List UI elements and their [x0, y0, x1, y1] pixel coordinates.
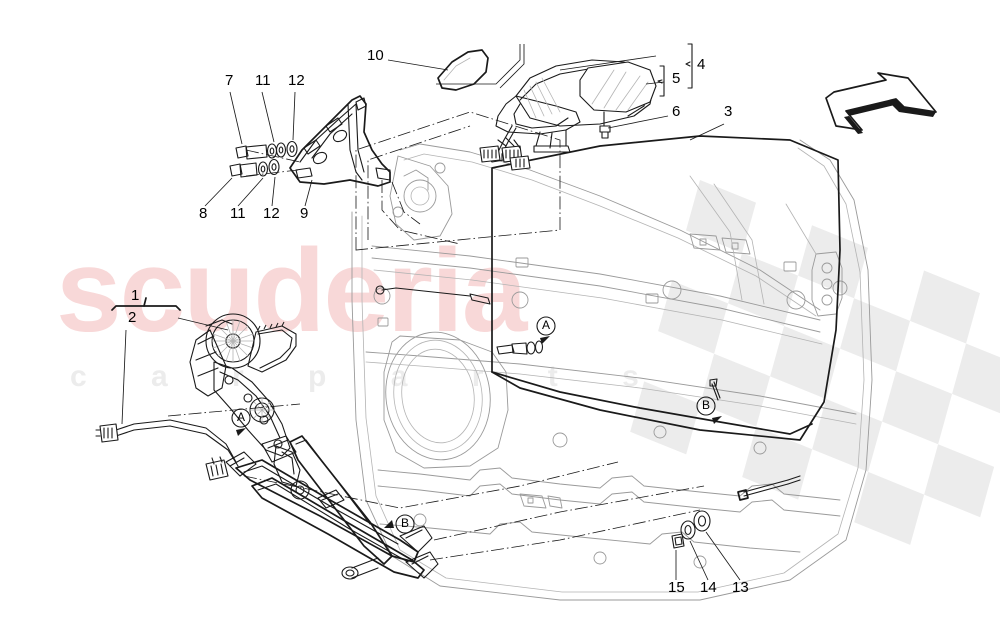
callout-9[interactable]: 9 — [300, 205, 309, 222]
section-marker-a-regulator: A — [237, 410, 246, 424]
bracket-4-5 — [657, 43, 693, 97]
door-inner-panel — [351, 139, 873, 601]
door-latch-rod — [737, 475, 801, 501]
mirror-adjust-pin — [599, 111, 611, 139]
callout-10[interactable]: 10 — [367, 47, 384, 64]
callout-6[interactable]: 6 — [672, 103, 681, 120]
callout-11-lower[interactable]: 11 — [230, 205, 246, 222]
callout-4[interactable]: 4 — [697, 56, 706, 73]
mirror-assembly — [355, 44, 657, 251]
door-window-glass-part-3 — [491, 135, 841, 441]
callout-14[interactable]: 14 — [700, 579, 717, 596]
mirror-mounting-bracket-part-9 — [245, 95, 461, 245]
callout-12-upper[interactable]: 12 — [288, 72, 305, 89]
hardware-bottom-13-14-15 — [671, 510, 711, 549]
callout-leaders — [121, 55, 741, 581]
door-hinge-area — [389, 155, 453, 241]
regulator-bottom-bolt — [341, 557, 379, 580]
direction-arrow — [825, 72, 937, 134]
section-marker-b-door: B — [702, 398, 711, 412]
callout-8[interactable]: 8 — [199, 205, 208, 222]
mirror-cover-cap-part-10 — [437, 49, 489, 91]
panel-bolt — [496, 340, 544, 355]
callout-3[interactable]: 3 — [724, 103, 733, 120]
callout-12-lower[interactable]: 12 — [263, 205, 280, 222]
section-marker-a-door: A — [542, 318, 551, 332]
regulator-wiring-lead-part-2 — [95, 419, 239, 481]
window-regulator-part-1 — [189, 313, 439, 580]
callout-13[interactable]: 13 — [732, 579, 749, 596]
section-marker-b-regulator: B — [401, 516, 410, 530]
hardware-upper-7-11-12 — [235, 140, 298, 160]
callout-15[interactable]: 15 — [668, 579, 685, 596]
hardware-lower-8-11-12 — [229, 158, 280, 178]
bracket-1-2 — [111, 297, 181, 311]
section-marker-circles — [231, 316, 722, 534]
callout-5[interactable]: 5 — [672, 70, 681, 87]
callout-2[interactable]: 2 — [128, 309, 137, 326]
callout-11-upper[interactable]: 11 — [255, 72, 271, 89]
callout-7[interactable]: 7 — [225, 72, 234, 89]
callout-1[interactable]: 1 — [131, 287, 140, 304]
mirror-connectors — [479, 137, 531, 171]
